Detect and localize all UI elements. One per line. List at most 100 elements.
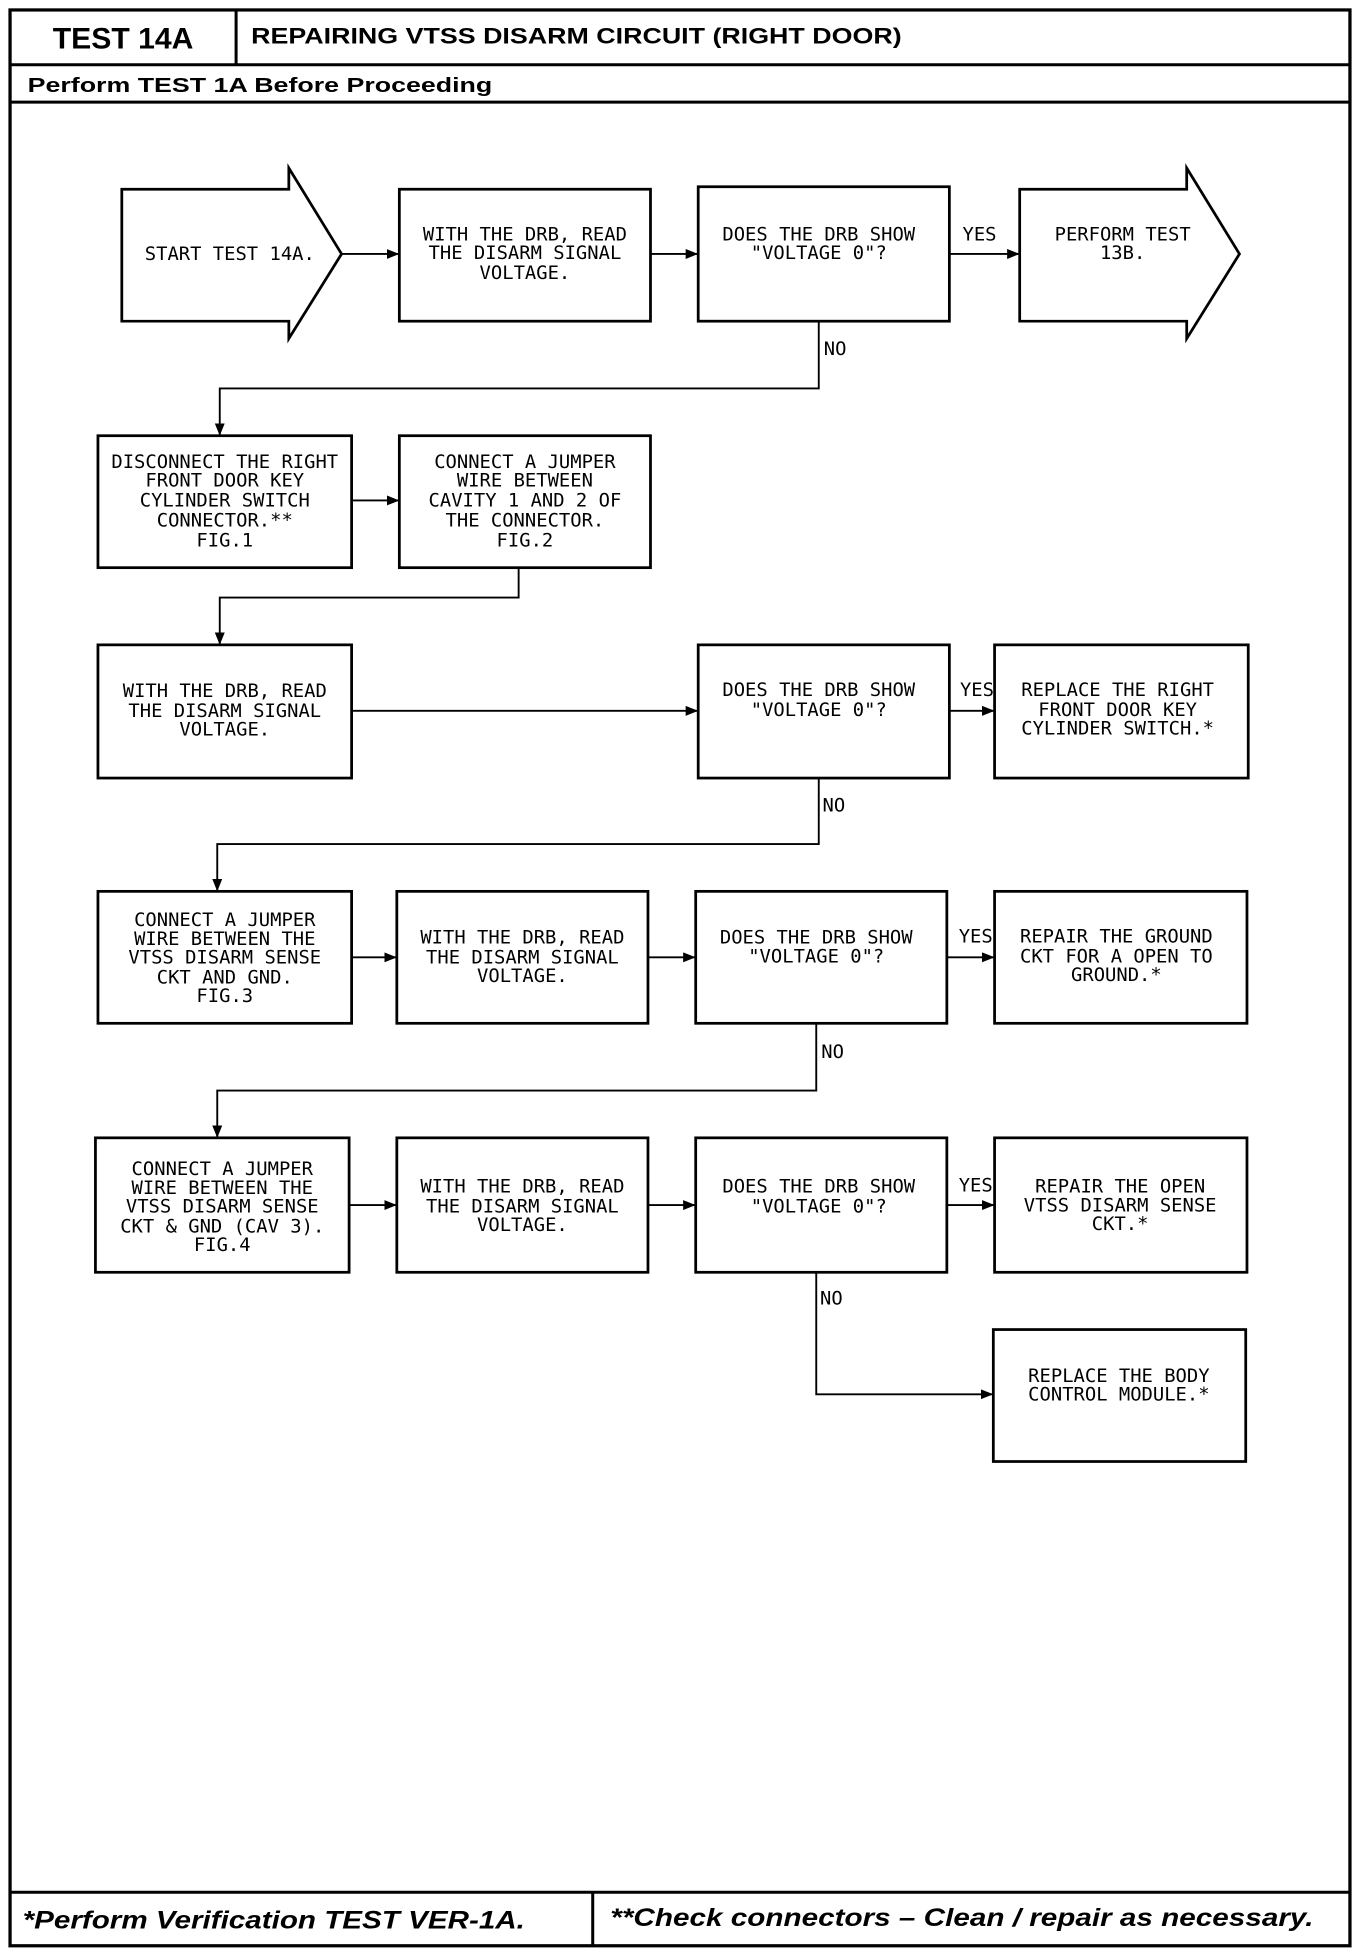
step-text-line: VOLTAGE. xyxy=(480,263,571,284)
step-text-line: CONNECT A JUMPER xyxy=(134,910,316,931)
prerequisite-note: Perform TEST 1A Before Proceeding xyxy=(28,74,493,97)
page-title: REPAIRING VTSS DISARM CIRCUIT (RIGHT DOO… xyxy=(251,24,901,49)
yes-label: YES xyxy=(959,1175,993,1196)
step-text-line: FIG.1 xyxy=(196,531,253,552)
end-arrow-perform-test-13b: PERFORM TEST 13B. xyxy=(1018,163,1242,344)
start-arrow-text: START TEST 14A. xyxy=(145,244,315,265)
step-jumper-gnd: CONNECT A JUMPER WIRE BETWEEN THE VTSS D… xyxy=(96,889,353,1025)
step-text-line: DISCONNECT THE RIGHT xyxy=(111,452,338,473)
step-text-line: VOLTAGE. xyxy=(477,966,568,987)
result-text-line: GROUND.* xyxy=(1071,965,1162,986)
decision-text-line: "VOLTAGE 0"? xyxy=(751,1197,887,1218)
decision-box xyxy=(696,643,951,780)
step-text-line: CKT & GND (CAV 3). xyxy=(120,1217,324,1238)
step-text-line: CONNECTOR.** xyxy=(157,511,293,532)
result-box xyxy=(993,1136,1249,1274)
step-box xyxy=(397,434,652,570)
yes-label: YES xyxy=(962,224,996,245)
decision-text-line: DOES THE DRB SHOW xyxy=(720,928,913,949)
step-text-line: CONNECT A JUMPER xyxy=(434,452,616,473)
connector-arrow xyxy=(815,1272,994,1400)
step-box xyxy=(96,434,353,570)
result-replace-switch: REPLACE THE RIGHT FRONT DOOR KEY CYLINDE… xyxy=(993,643,1250,780)
step-text-line: FRONT DOOR KEY xyxy=(145,471,304,492)
step-text-line: WIRE BETWEEN THE xyxy=(134,929,315,950)
result-replace-body-control-module: REPLACE THE BODY CONTROL MODULE.* xyxy=(991,1328,1248,1463)
step-text-line: VTSS DISARM SENSE xyxy=(126,1197,319,1218)
result-text-line: VTSS DISARM SENSE xyxy=(1024,1195,1217,1216)
step-jumper-cav3: CONNECT A JUMPER WIRE BETWEEN THE VTSS D… xyxy=(94,1136,351,1274)
test-id: TEST 14A xyxy=(53,23,194,56)
decision-3: DOES THE DRB SHOW "VOLTAGE 0"? xyxy=(694,889,949,1025)
result-text-line: CKT.* xyxy=(1092,1214,1149,1235)
step-text-line: WITH THE DRB, READ xyxy=(123,681,327,702)
step-text-line: WIRE BETWEEN THE xyxy=(132,1178,313,1199)
step-text-line: WITH THE DRB, READ xyxy=(420,928,624,949)
decision-box xyxy=(694,889,949,1025)
result-repair-ground: REPAIR THE GROUND CKT FOR A OPEN TO GROU… xyxy=(993,889,1249,1025)
step-text-line: CYLINDER SWITCH xyxy=(140,491,310,512)
result-text-line: REPAIR THE GROUND xyxy=(1020,926,1213,947)
result-text-line: CYLINDER SWITCH.* xyxy=(1021,719,1214,740)
connector-arrow xyxy=(214,321,820,436)
end-arrow-shape xyxy=(1018,163,1242,344)
step-jumper-cavity: CONNECT A JUMPER WIRE BETWEEN CAVITY 1 A… xyxy=(397,434,652,570)
step-box xyxy=(395,889,650,1025)
footer-connector-note: **Check connectors – Clean / repair as n… xyxy=(610,1904,1313,1932)
decision-text-line: "VOLTAGE 0"? xyxy=(748,946,884,967)
connector-arrow xyxy=(212,778,820,892)
result-text-line: REPAIR THE OPEN xyxy=(1035,1177,1205,1198)
start-arrow: START TEST 14A. xyxy=(120,163,344,344)
step-text-line: WITH THE DRB, READ xyxy=(420,1177,624,1198)
decision-box xyxy=(696,185,951,323)
no-label: NO xyxy=(820,1289,843,1310)
step-read-voltage-2: WITH THE DRB, READ THE DISARM SIGNAL VOL… xyxy=(96,643,353,780)
flow-connectors xyxy=(212,248,1020,1400)
decision-text-line: DOES THE DRB SHOW xyxy=(722,680,915,701)
result-text-line: CKT FOR A OPEN TO xyxy=(1020,946,1213,967)
step-text-line: THE DISARM SIGNAL xyxy=(426,1197,619,1218)
yes-label: YES xyxy=(959,926,993,947)
connector-arrow xyxy=(214,567,520,645)
step-read-voltage-3: WITH THE DRB, READ THE DISARM SIGNAL VOL… xyxy=(395,889,650,1025)
yes-label: YES xyxy=(960,680,994,701)
step-text-line: CAVITY 1 AND 2 OF xyxy=(429,491,622,512)
no-label: NO xyxy=(824,339,847,360)
decision-box xyxy=(694,1136,949,1274)
step-text-line: WITH THE DRB, READ xyxy=(423,224,627,245)
result-text-line: REPLACE THE BODY xyxy=(1028,1366,1209,1387)
step-text-line: THE CONNECTOR. xyxy=(446,511,605,532)
step-text-line: VTSS DISARM SENSE xyxy=(128,948,321,969)
result-box xyxy=(993,643,1250,780)
step-text-line: FIG.4 xyxy=(194,1235,251,1256)
result-box xyxy=(991,1328,1248,1463)
no-label: NO xyxy=(821,1042,844,1063)
step-text-line: THE DISARM SIGNAL xyxy=(426,948,619,969)
step-box xyxy=(94,1136,351,1274)
decision-text-line: DOES THE DRB SHOW xyxy=(722,1177,915,1198)
step-text-line: CKT AND GND. xyxy=(157,968,293,989)
start-arrow-shape xyxy=(120,163,344,344)
decision-text-line: DOES THE DRB SHOW xyxy=(722,224,915,245)
result-text-line: FRONT DOOR KEY xyxy=(1038,700,1197,721)
decision-4: DOES THE DRB SHOW "VOLTAGE 0"? xyxy=(694,1136,949,1274)
result-text-line: REPLACE THE RIGHT xyxy=(1021,680,1214,701)
step-text-line: THE DISARM SIGNAL xyxy=(429,243,622,264)
end-arrow-text-line: PERFORM TEST xyxy=(1055,224,1191,245)
step-box xyxy=(397,187,652,323)
step-read-voltage-1: WITH THE DRB, READ THE DISARM SIGNAL VOL… xyxy=(397,187,652,323)
step-box xyxy=(96,643,353,780)
step-disconnect-connector: DISCONNECT THE RIGHT FRONT DOOR KEY CYLI… xyxy=(96,434,353,570)
page-border xyxy=(8,8,1352,1948)
result-text-line: CONTROL MODULE.* xyxy=(1028,1385,1209,1406)
result-repair-open: REPAIR THE OPEN VTSS DISARM SENSE CKT.* xyxy=(993,1136,1249,1274)
step-text-line: VOLTAGE. xyxy=(179,720,270,741)
step-box xyxy=(96,889,353,1025)
step-text-line: FIG.3 xyxy=(196,986,253,1007)
step-text-line: FIG.2 xyxy=(497,531,554,552)
step-text-line: VOLTAGE. xyxy=(477,1215,568,1236)
no-label: NO xyxy=(822,796,845,817)
end-arrow-text-line: 13B. xyxy=(1100,243,1145,264)
decision-text-line: "VOLTAGE 0"? xyxy=(751,700,887,721)
